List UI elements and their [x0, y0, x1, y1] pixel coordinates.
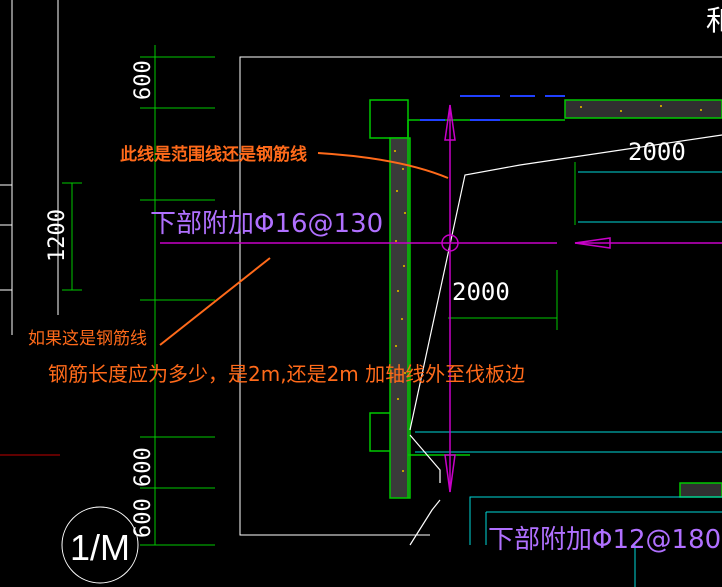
magenta-rebar-indicator [160, 104, 722, 493]
left-grid-lines [0, 0, 59, 335]
orange-leader-lines [159, 152, 449, 346]
dim-2000-top: 2000 [628, 138, 686, 166]
axis-bubble-label: 1/M [70, 527, 130, 568]
corner-char: 和 [706, 4, 722, 37]
annotation-if-rebar: 如果这是钢筋线 [28, 329, 147, 349]
blue-dashed-line [420, 95, 565, 121]
range-or-rebar-outline [409, 134, 722, 546]
dim-2000-lines [448, 162, 576, 330]
axis-bubble [61, 506, 139, 584]
dim-1200: 1200 [45, 209, 70, 262]
dim-600-lower-b: 600 [131, 498, 156, 538]
dim-600-top: 600 [131, 60, 156, 100]
rebar-label-12: 下部附加Φ12@180 [488, 525, 721, 555]
annotation-length-question: 钢筋长度应为多少，是2m,还是2m 加轴线外至伐板边 [48, 362, 525, 386]
annotation-question-line: 此线是范围线还是钢筋线 [120, 144, 307, 165]
dimension-chain-left [62, 45, 215, 546]
dim-600-lower-a: 600 [131, 447, 156, 487]
wall-section [369, 99, 722, 499]
wall-hatch-dots [394, 105, 702, 472]
dim-2000-mid: 2000 [452, 278, 510, 306]
raft-slab-outline [239, 56, 722, 536]
cyan-guide-lines [415, 171, 722, 587]
rebar-label-16: 下部附加Φ16@130 [150, 209, 383, 239]
